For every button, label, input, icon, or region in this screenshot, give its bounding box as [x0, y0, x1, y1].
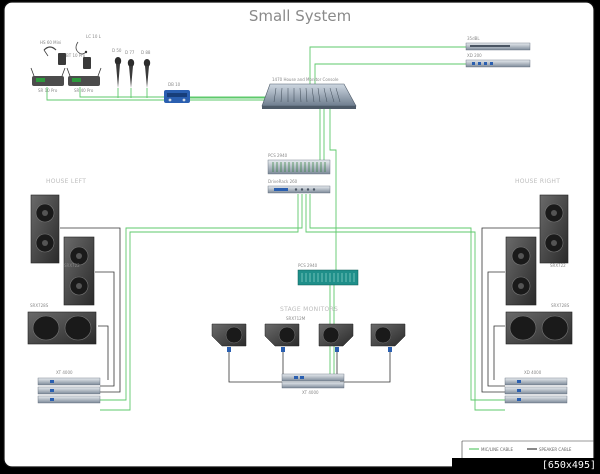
- eq-top-label: PCS 2940: [268, 153, 288, 158]
- house-left-top-label: SRX722: [64, 263, 80, 268]
- mic-2-label: D 77: [125, 50, 135, 55]
- house-left-amp-label: XT 4000: [56, 370, 73, 375]
- line-cables: [46, 46, 505, 411]
- stage-monitor-3-icon: [318, 323, 354, 347]
- house-left-amp-icon: [37, 377, 101, 404]
- legend-line-cable-label: MIC/LINE CABLE: [481, 447, 513, 452]
- wireless-receiver-2-label: SR 40 Pro: [74, 88, 94, 93]
- mixing-console-icon: [261, 83, 357, 109]
- stage-monitor-2-icon: [264, 323, 300, 347]
- headset-mic-icon: [43, 46, 57, 57]
- crossover-icon: [267, 185, 331, 194]
- stage-monitor-1-icon: [211, 323, 247, 347]
- rack-top-1-label: 35dBL: [467, 36, 480, 41]
- legend: [461, 440, 594, 459]
- house-left-sub-icon: [27, 311, 97, 345]
- wireless-receiver-1-icon: [30, 67, 66, 86]
- lav-mic-label: LC 10 L: [86, 34, 101, 39]
- di-box-label: DB 10: [168, 82, 181, 87]
- house-left-heading: HOUSE LEFT: [46, 178, 87, 185]
- di-box-icon: [164, 90, 190, 103]
- house-right-top-speaker-icon: [539, 194, 569, 264]
- house-left-mid-speaker-icon: [63, 236, 95, 306]
- house-right-heading: HOUSE RIGHT: [515, 178, 561, 185]
- headset-mic-label: HS 60 Mini: [40, 40, 62, 45]
- eq-mid-label: PCS 2940: [298, 263, 318, 268]
- house-left-top-speaker-icon: [30, 194, 60, 264]
- stage-monitor-4-icon: [370, 323, 406, 347]
- house-left-sub-label: SRX728S: [30, 303, 49, 308]
- mic-3-icon: [143, 59, 151, 88]
- wireless-receiver-2-icon: [66, 67, 102, 86]
- house-right-amp-label: XD 4000: [524, 370, 542, 375]
- monitor-connectors: [227, 347, 392, 352]
- wireless-receiver-1-label: SR 10 Pro: [38, 88, 58, 93]
- bodypack-2-icon: [83, 57, 91, 69]
- rack-unit-top-2-icon: [465, 59, 531, 68]
- diagram-title: Small System: [248, 7, 352, 25]
- speaker-cables: [60, 227, 540, 393]
- house-right-mid-speaker-icon: [505, 236, 537, 306]
- lav-mic-icon: [75, 41, 88, 55]
- rack-top-2-label: XD 200: [467, 53, 482, 58]
- bodypack-label: BT 10 Pro: [66, 53, 86, 58]
- monitor-model-label: SRX712M: [286, 316, 306, 321]
- stage-monitors-heading: STAGE MONITORS: [280, 306, 339, 313]
- house-right-sub-label: SRX728S: [551, 303, 570, 308]
- mic-1-label: D 50: [112, 48, 122, 53]
- bodypack-icon: [58, 53, 66, 65]
- mic-3-label: D 88: [141, 50, 151, 55]
- monitor-amp-icon: [281, 373, 345, 389]
- crossover-label: DriveRack 260: [268, 179, 298, 184]
- legend-speaker-cable-label: SPEAKER CABLE: [539, 447, 572, 452]
- page-background: [3, 1, 595, 468]
- graphic-eq-mid-icon: [297, 269, 359, 286]
- house-right-sub-icon: [505, 311, 573, 345]
- watermark-text: [650x495] http://upic.me/: [452, 458, 600, 474]
- house-right-top-label: SRX722: [550, 263, 566, 268]
- mixer-label: 1470 House and Monitor Console: [272, 77, 339, 82]
- graphic-eq-top-icon: [267, 159, 331, 175]
- mic-1-icon: [114, 57, 122, 88]
- rack-unit-top-1-icon: [465, 42, 531, 51]
- house-right-amp-icon: [504, 377, 568, 404]
- mic-2-icon: [127, 59, 135, 88]
- monitor-amp-label: XT 4000: [302, 390, 319, 395]
